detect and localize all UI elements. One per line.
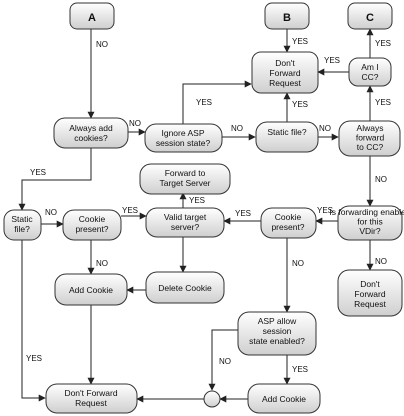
label-static-left-no: NO (45, 208, 57, 217)
label-cookie-left-yes: YES (122, 206, 138, 215)
node-static-file-center[interactable]: Static file? (255, 121, 319, 153)
node-add-cookie-bottom-label: Add Cookie (262, 394, 306, 404)
label-asp-no: NO (219, 357, 231, 366)
label-static-left-yes: YES (26, 354, 42, 363)
label-valid-yes-up: YES (189, 196, 205, 205)
node-add-cookie-left-label: Add Cookie (69, 285, 113, 295)
junction-connector (203, 390, 221, 408)
node-add-cookie-left[interactable]: Add Cookie (54, 273, 128, 306)
node-term-a-label: A (88, 12, 96, 24)
label-always-add-yes: YES (30, 168, 46, 177)
connectors (18, 28, 374, 403)
label-cookie-right-yes: YES (235, 209, 251, 218)
label-asp-yes: YES (292, 365, 308, 374)
node-term-c[interactable]: C (347, 2, 393, 30)
node-term-b[interactable]: B (264, 2, 310, 30)
node-add-cookie-bottom[interactable]: Add Cookie (247, 383, 321, 414)
label-always-add-no: NO (129, 119, 141, 128)
node-delete-cookie[interactable]: Delete Cookie (145, 271, 225, 304)
edge-labels: NO YES YES YES YES YES YES NO NO NO YES … (26, 37, 391, 374)
label-always-forward-no: NO (375, 175, 387, 184)
node-term-a[interactable]: A (69, 2, 115, 30)
edge-always-add-to-static-left (18, 148, 92, 211)
label-static-center-yes: YES (292, 100, 308, 109)
label-forwarding-yes: YES (317, 206, 333, 215)
label-cookie-left-no: NO (96, 259, 108, 268)
edge-static-left-to-dont-forward-bottom (21, 240, 46, 402)
edge-asp-to-connector (208, 329, 238, 391)
label-amicc-yes-down: YES (375, 98, 391, 107)
node-term-b-label: B (283, 12, 291, 24)
edge-ignore-to-dont-forward (182, 80, 252, 124)
node-term-c-label: C (366, 12, 374, 24)
label-ignore-yes: YES (196, 98, 212, 107)
node-delete-cookie-label: Delete Cookie (158, 283, 212, 293)
label-a-no: NO (96, 40, 108, 49)
label-amicc-yes-left: YES (324, 56, 340, 65)
label-b-yes: YES (292, 37, 308, 46)
label-c-yes: YES (375, 39, 391, 48)
label-forwarding-no: NO (375, 257, 387, 266)
label-static-center-no: NO (319, 124, 331, 133)
label-ignore-no: NO (231, 124, 243, 133)
node-static-file-center-label: Static file? (267, 127, 306, 137)
label-cookie-right-no: NO (292, 259, 304, 268)
